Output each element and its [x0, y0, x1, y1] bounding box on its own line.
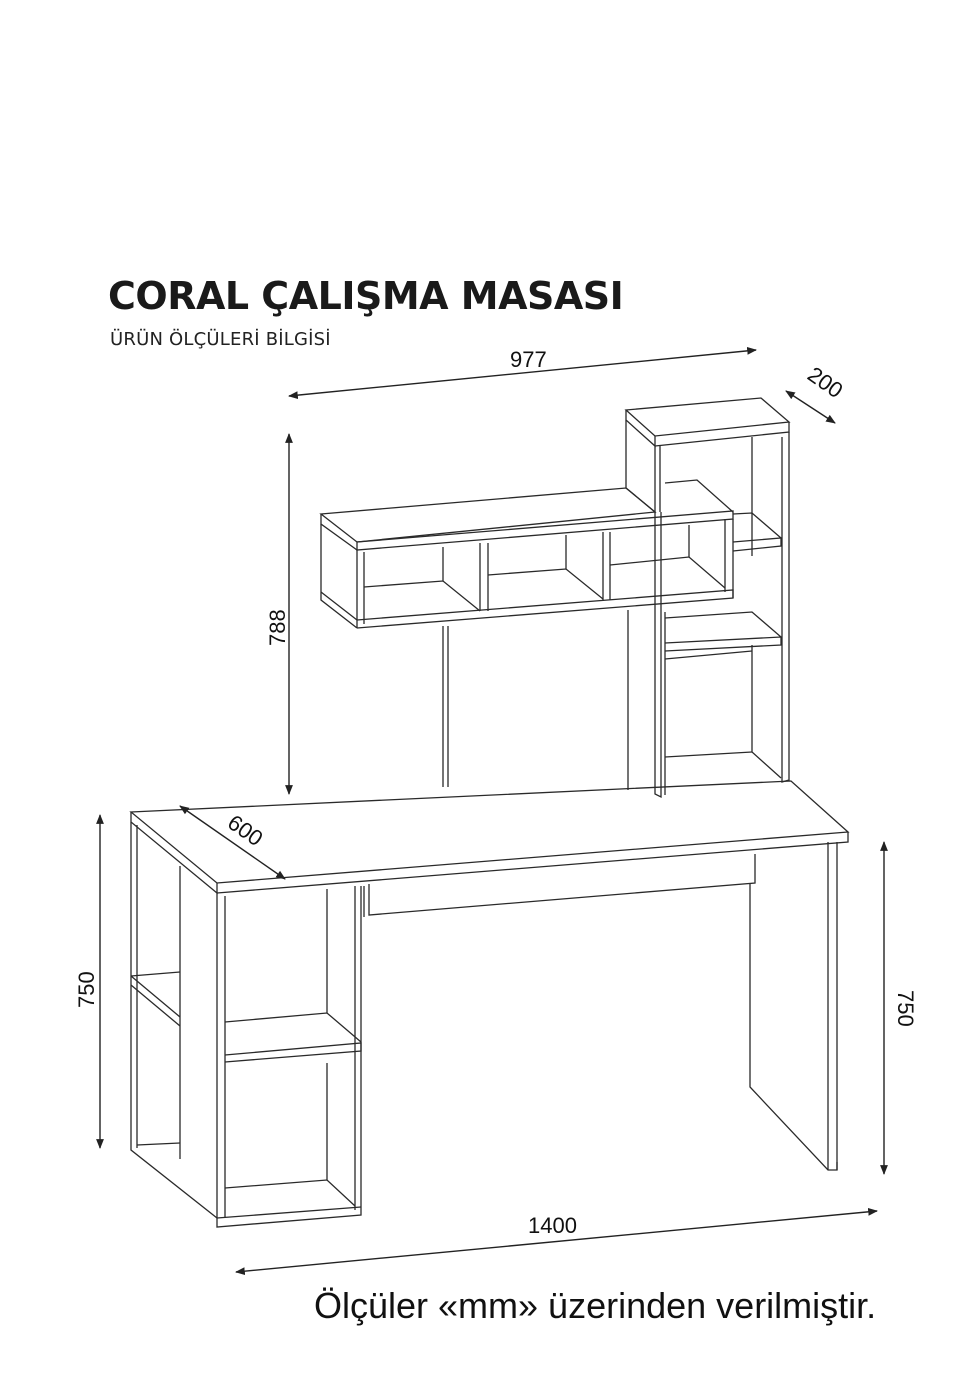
product-title: CORAL ÇALIŞMA MASASI	[108, 274, 624, 318]
dim-label-hutch-width: 977	[510, 347, 547, 372]
dim-label-desk-height-left: 750	[74, 971, 99, 1008]
dim-label-desk-depth: 600	[223, 810, 267, 852]
hutch-unit	[319, 397, 791, 799]
dim-line-desk-width	[235, 1207, 878, 1276]
dim-label-desk-height-right: 750	[893, 990, 918, 1027]
dim-label-hutch-height: 788	[265, 609, 290, 646]
product-subtitle: ÜRÜN ÖLÇÜLERİ BİLGİSİ	[110, 329, 331, 350]
dim-line-desk-depth	[179, 805, 286, 880]
dim-line-hutch-depth	[785, 390, 836, 424]
dim-line-hutch-width	[288, 346, 757, 400]
desk-unit	[129, 780, 850, 1228]
dimension-lines	[96, 346, 888, 1276]
units-note: Ölçüler «mm» üzerinden verilmiştir.	[314, 1285, 877, 1326]
dim-label-hutch-depth: 200	[803, 362, 847, 404]
dim-label-desk-width: 1400	[528, 1213, 577, 1238]
